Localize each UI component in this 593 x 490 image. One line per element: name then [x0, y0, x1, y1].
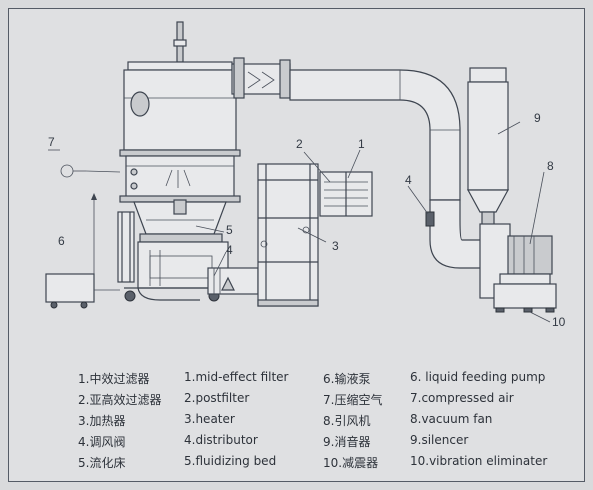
callout-8: 8 — [547, 159, 554, 173]
callout-4: 4 — [226, 243, 233, 257]
fluid-bed-tower — [119, 21, 241, 243]
distributor-duct — [207, 267, 259, 295]
heater-cabinet — [257, 163, 373, 307]
callout-7: 7 — [48, 135, 55, 149]
compressed-air-line — [60, 164, 121, 290]
silencer — [466, 67, 510, 237]
vacuum-fan — [425, 199, 557, 313]
callout-4-fan: 4 — [405, 173, 412, 187]
callouts: 7 6 2 1 4 9 8 3 5 4 10 — [48, 111, 566, 329]
exhaust-duct — [231, 57, 461, 201]
leader-lines — [48, 121, 551, 323]
callout-5: 5 — [226, 223, 233, 237]
callout-2: 2 — [296, 137, 303, 151]
callout-10: 10 — [552, 315, 566, 329]
callout-3: 3 — [332, 239, 339, 253]
callout-9: 9 — [534, 111, 541, 125]
callout-1: 1 — [358, 137, 365, 151]
liquid-feeding-pump — [45, 273, 120, 309]
callout-6: 6 — [58, 234, 65, 248]
